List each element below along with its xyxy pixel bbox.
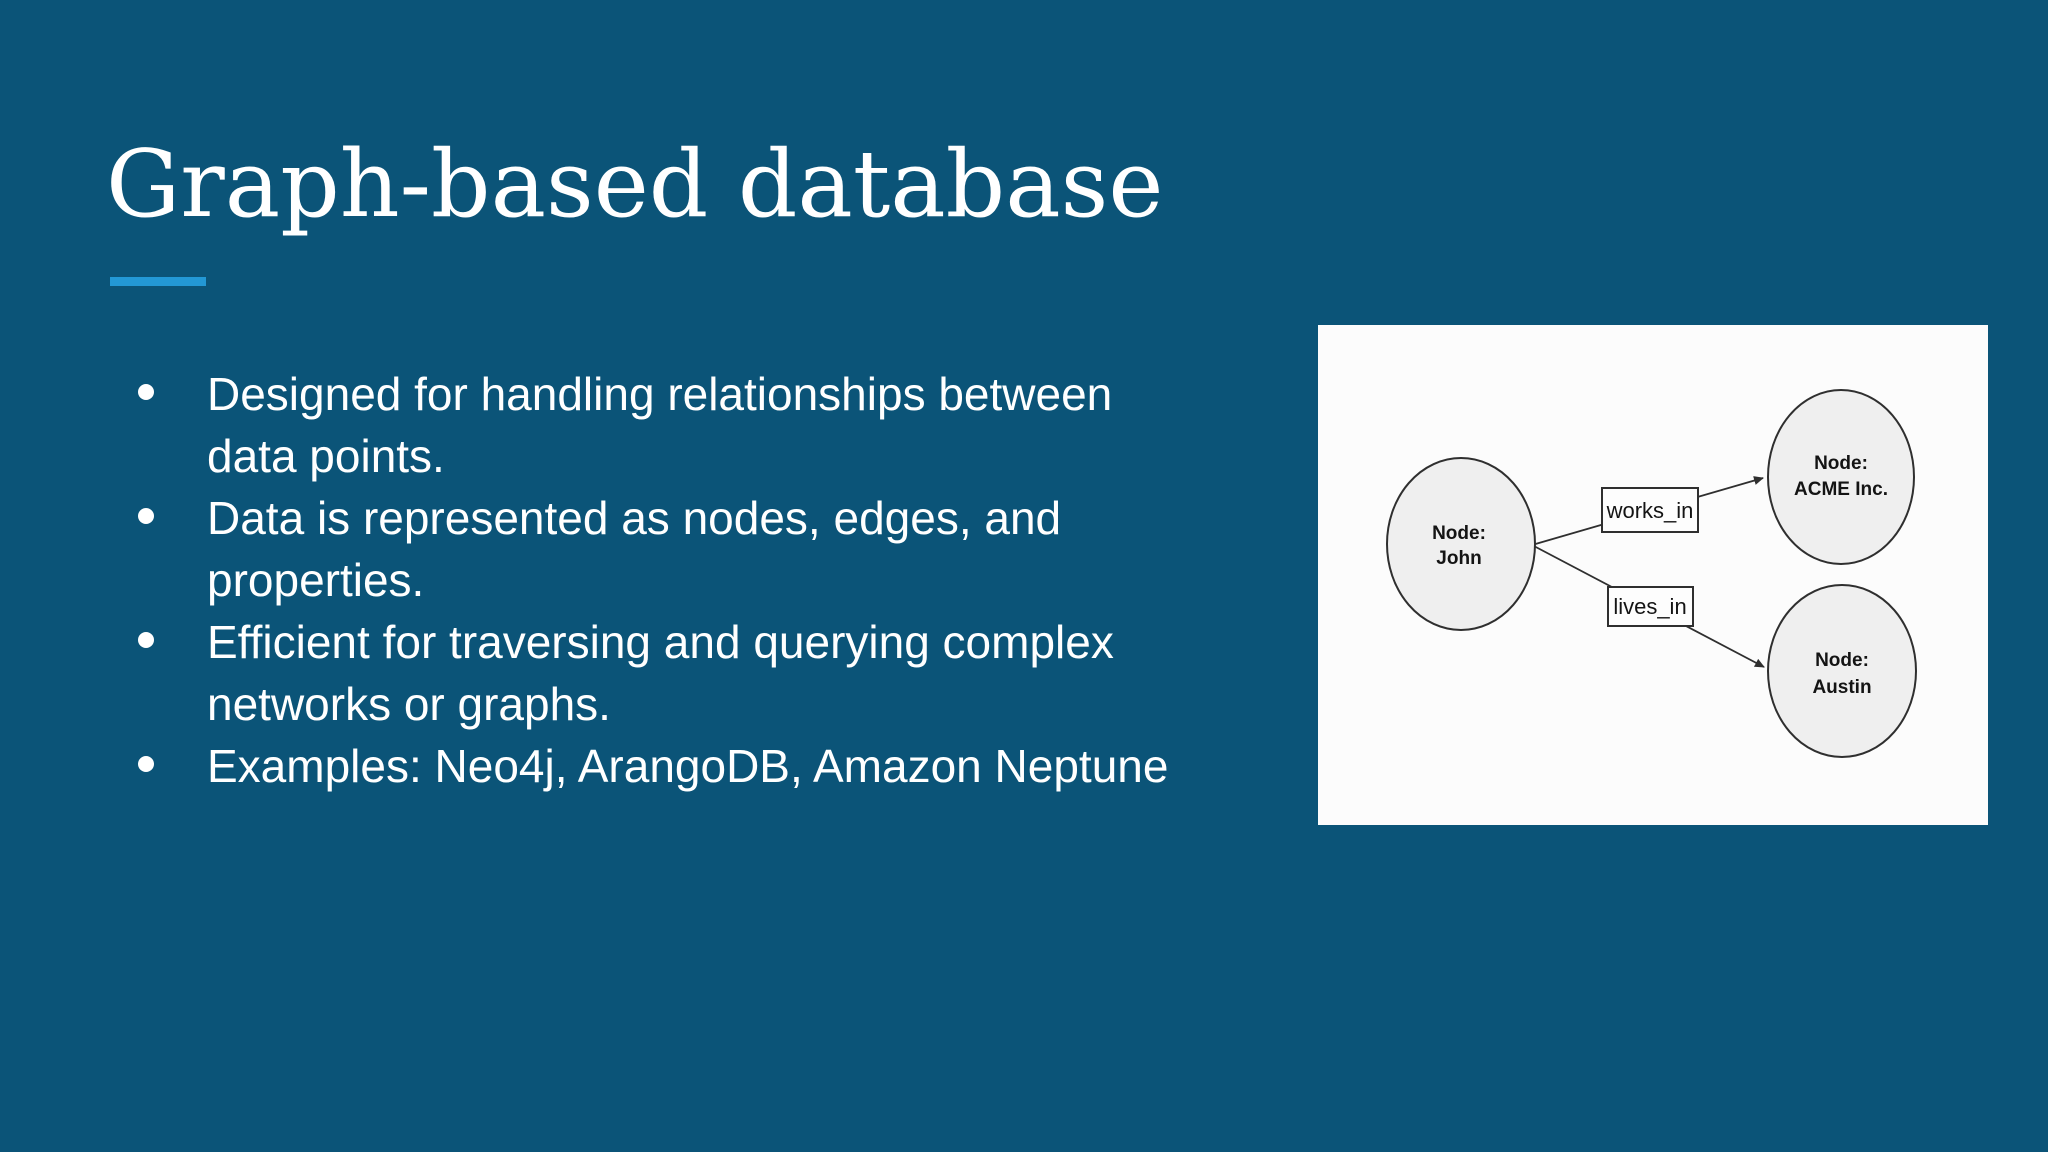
node-label-acme-name: ACME Inc. — [1794, 479, 1888, 500]
bullet-dot-icon — [138, 384, 154, 400]
bullet-text-line: Data is represented as nodes, edges, and — [207, 492, 1062, 544]
graph-diagram-svg: works_in lives_in Node: John Node: ACME … — [1386, 389, 1917, 758]
edge-box-works-in — [1601, 487, 1699, 533]
graph-diagram-image: works_in lives_in Node: John Node: ACME … — [1318, 325, 1988, 825]
bullet-text: Data is represented as nodes, edges, and… — [207, 487, 1061, 611]
bullet-text-line: Examples: Neo4j, ArangoDB, Amazon Neptun… — [207, 740, 1169, 792]
bullet-list: Designed for handling relationships betw… — [138, 363, 1168, 797]
bullet-text-line: properties. — [207, 554, 425, 606]
slide-title: Graph-based database — [106, 130, 1164, 238]
bullet-text-line: data points. — [207, 430, 445, 482]
title-accent-bar — [110, 277, 206, 286]
edge-box-lives-in — [1607, 586, 1694, 627]
node-label-austin-name: Austin — [1812, 677, 1871, 698]
bullet-dot-icon — [138, 632, 154, 648]
bullet-item: Data is represented as nodes, edges, and… — [138, 487, 1168, 611]
bullet-item: Examples: Neo4j, ArangoDB, Amazon Neptun… — [138, 735, 1168, 797]
node-ellipse-austin — [1767, 584, 1917, 758]
bullet-text: Efficient for traversing and querying co… — [207, 611, 1114, 735]
node-label-john-prefix: Node: — [1432, 523, 1486, 544]
node-label-acme-prefix: Node: — [1814, 453, 1868, 474]
edge-label-lives-in: lives_in — [1613, 594, 1686, 619]
bullet-item: Designed for handling relationships betw… — [138, 363, 1168, 487]
bullet-text: Designed for handling relationships betw… — [207, 363, 1112, 487]
bullet-dot-icon — [138, 756, 154, 772]
bullet-dot-icon — [138, 508, 154, 524]
edge-label-works-in: works_in — [1606, 498, 1694, 523]
bullet-item: Efficient for traversing and querying co… — [138, 611, 1168, 735]
bullet-text: Examples: Neo4j, ArangoDB, Amazon Neptun… — [207, 735, 1168, 797]
node-ellipse-john — [1386, 457, 1536, 631]
bullet-text-line: Efficient for traversing and querying co… — [207, 616, 1114, 668]
node-label-john-name: John — [1436, 548, 1481, 569]
node-ellipse-acme — [1767, 389, 1915, 565]
bullet-text-line: networks or graphs. — [207, 678, 611, 730]
bullet-text-line: Designed for handling relationships betw… — [207, 368, 1113, 420]
node-label-austin-prefix: Node: — [1815, 650, 1869, 671]
